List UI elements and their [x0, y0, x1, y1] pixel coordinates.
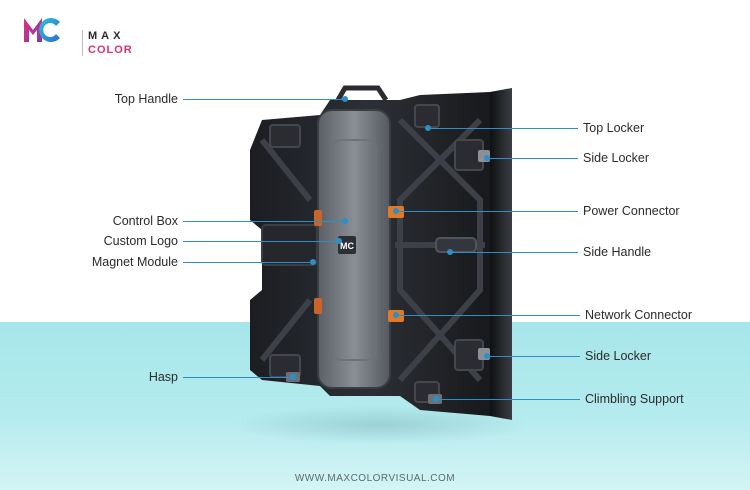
label-side-locker-top: Side Locker — [583, 151, 650, 165]
leader-magnet-module — [183, 262, 313, 263]
brand-name-bottom: COLOR — [88, 44, 133, 56]
label-climbing-support: Climbling Support — [585, 392, 684, 406]
label-hasp: Hasp — [148, 370, 178, 384]
footer-website-url[interactable]: WWW.MAXCOLORVISUAL.COM — [294, 473, 456, 484]
leader-dot-power-connector — [393, 208, 399, 214]
magnet-module-plate — [261, 224, 318, 266]
control-box-latch-bottom — [314, 298, 322, 314]
leader-hasp — [183, 377, 293, 378]
label-magnet-module: Magnet Module — [91, 255, 178, 269]
leader-custom-logo — [183, 241, 339, 242]
leader-dot-custom-logo — [336, 238, 342, 244]
leader-dot-magnet-module — [310, 259, 316, 265]
cabinet-corner-brackets — [269, 104, 484, 403]
leader-dot-climbing-support — [433, 396, 439, 402]
label-top-locker: Top Locker — [583, 121, 645, 135]
label-custom-logo: Custom Logo — [103, 234, 178, 248]
leader-dot-side-handle — [447, 249, 453, 255]
leader-control-box — [183, 221, 345, 222]
leader-dot-top-handle — [342, 96, 348, 102]
cabinet-side-edge — [490, 88, 512, 420]
leader-side-locker-bottom — [487, 356, 580, 357]
logo-divider — [82, 30, 83, 56]
brand-name-top: MAX — [88, 30, 125, 42]
leader-dot-top-locker — [425, 125, 431, 131]
leader-network-connector — [396, 315, 580, 316]
top-handle-shape — [335, 85, 389, 102]
custom-logo-badge — [338, 236, 356, 254]
leader-dot-hasp — [290, 374, 296, 380]
label-side-locker-bottom: Side Locker — [585, 349, 652, 363]
label-network-connector: Network Connector — [585, 308, 692, 322]
side-handle-shape — [435, 237, 477, 253]
label-top-handle: Top Handle — [114, 92, 178, 106]
leader-climbing-support — [436, 399, 580, 400]
leader-dot-side-locker-bottom — [484, 353, 490, 359]
leader-dot-side-locker-top — [484, 155, 490, 161]
leader-side-locker-top — [487, 158, 578, 159]
leader-dot-control-box — [342, 218, 348, 224]
leader-dot-network-connector — [393, 312, 399, 318]
label-control-box: Control Box — [112, 214, 178, 228]
svg-text:MC: MC — [340, 241, 354, 251]
mc-logo-icon — [24, 18, 60, 42]
leader-power-connector — [396, 211, 578, 212]
control-box-latch-top — [314, 210, 322, 226]
leader-side-handle — [450, 252, 578, 253]
label-side-handle: Side Handle — [583, 245, 652, 259]
control-box-inset — [331, 139, 377, 361]
leader-top-locker — [428, 128, 578, 129]
label-power-connector: Power Connector — [583, 204, 680, 218]
leader-top-handle — [183, 99, 345, 100]
